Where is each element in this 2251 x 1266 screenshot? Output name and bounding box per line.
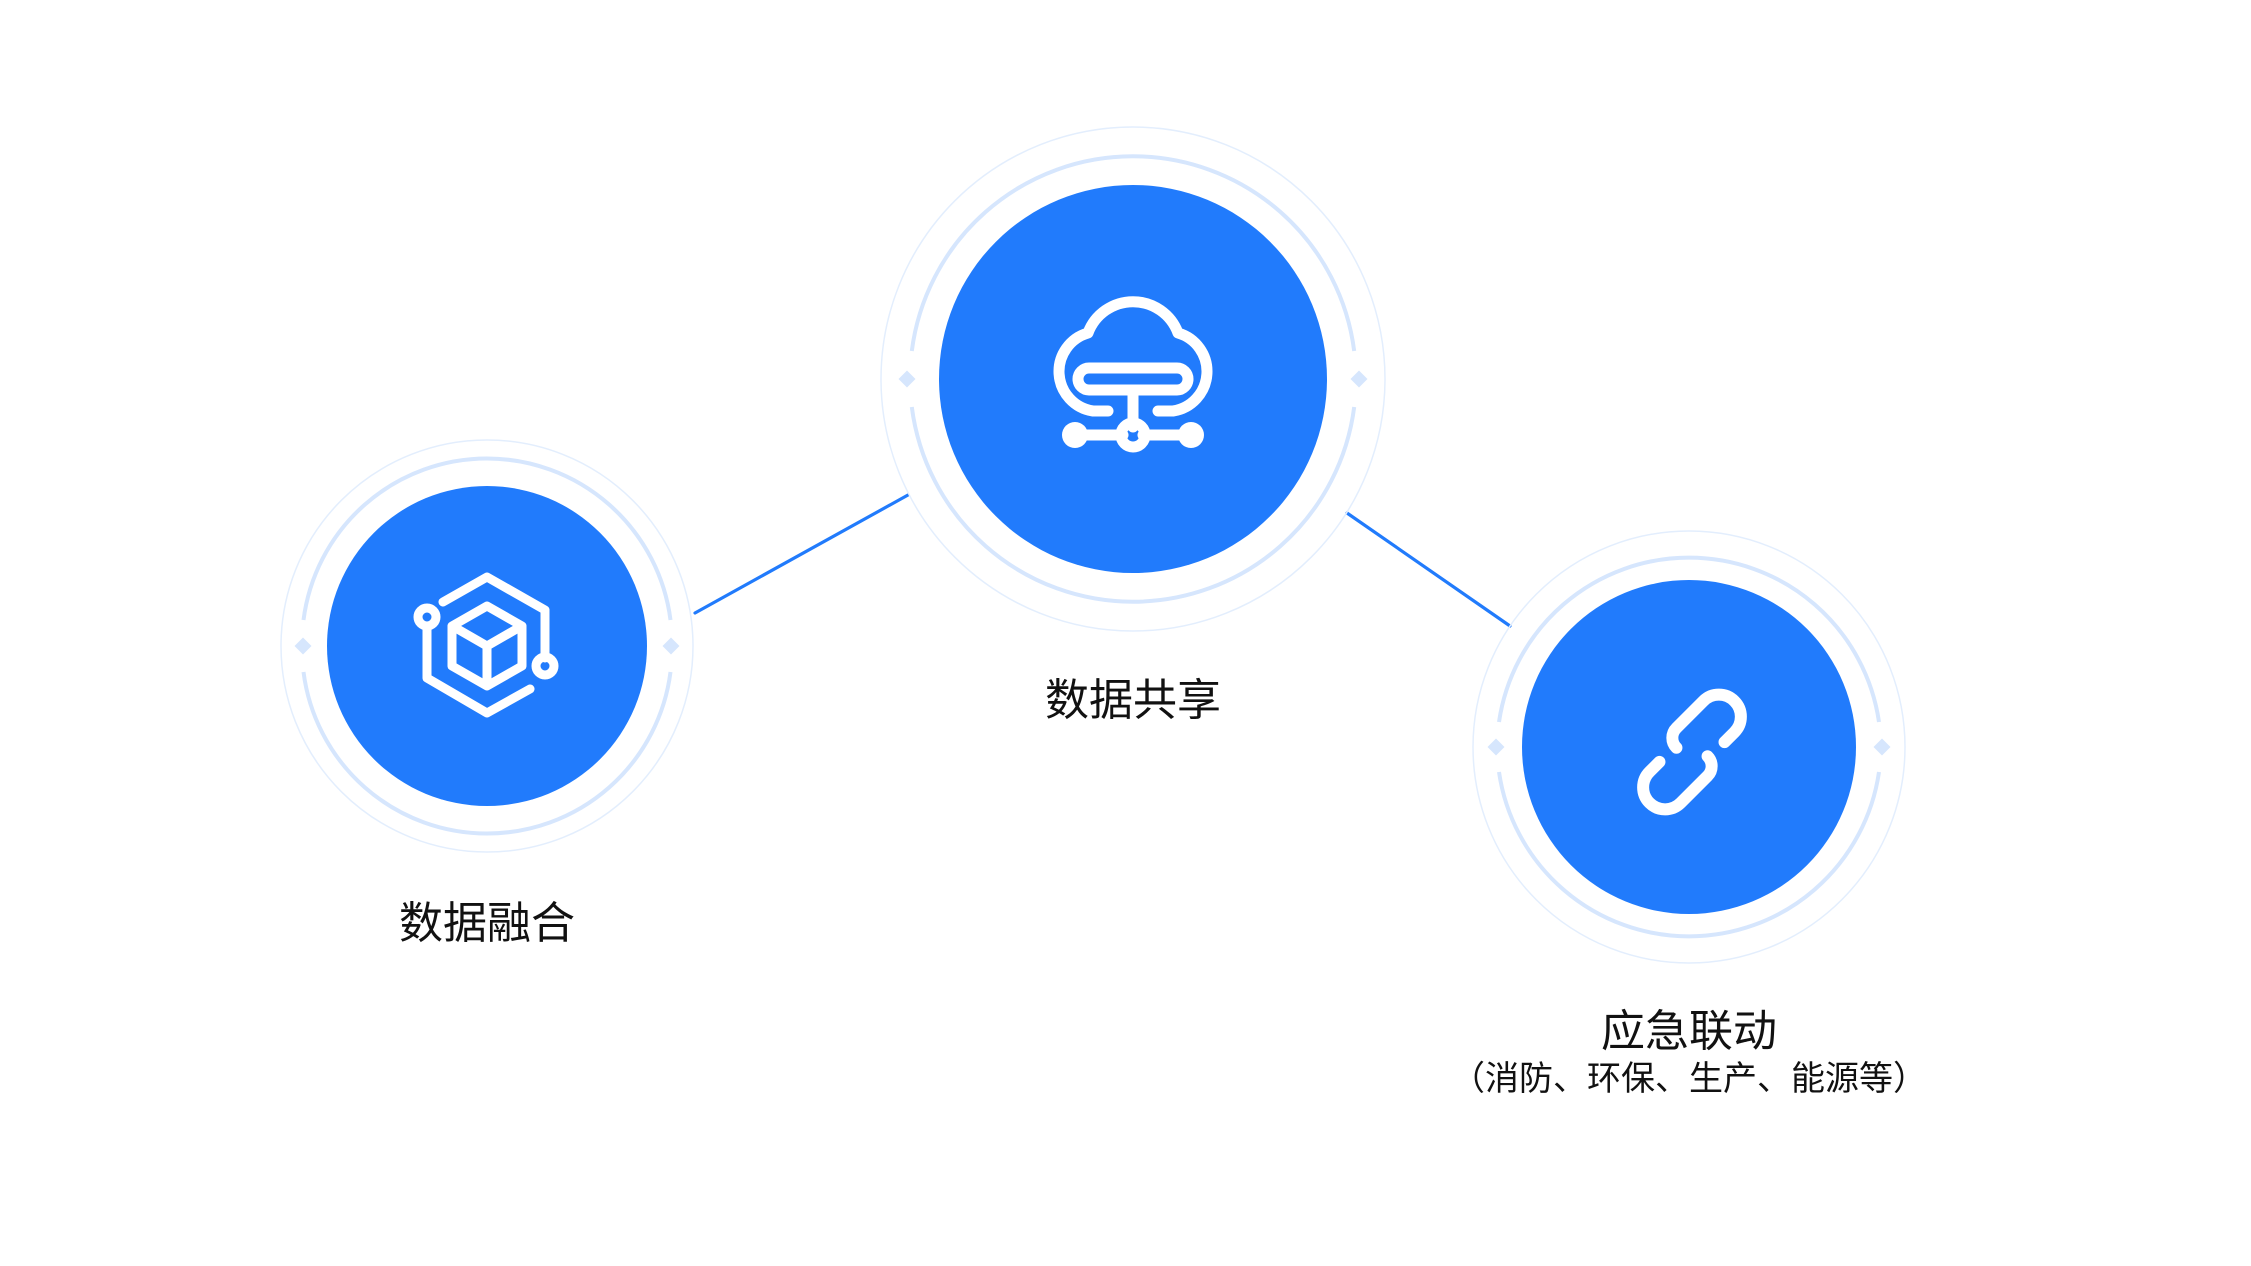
ring-diamond-left xyxy=(294,637,312,655)
cloud-network-icon xyxy=(1053,296,1213,453)
node-subtitle: （消防、环保、生产、能源等） xyxy=(1451,1059,1927,1099)
outer-ring xyxy=(880,126,1386,632)
inner-ring-top xyxy=(909,154,1357,352)
node-title: 应急联动 xyxy=(1601,1006,1777,1057)
inner-ring-bottom xyxy=(1497,771,1881,939)
ring-diamond-right xyxy=(662,637,680,655)
connector-sharing-to-emergency xyxy=(1345,511,1512,628)
outer-ring xyxy=(280,439,694,853)
outer-ring xyxy=(1472,530,1906,964)
link-chain-icon xyxy=(1637,688,1747,816)
connector-fusion-to-sharing xyxy=(693,493,910,615)
node-title: 数据共享 xyxy=(1045,675,1221,726)
cloud-network-nodes xyxy=(1062,422,1204,448)
inner-ring-bottom xyxy=(301,671,673,836)
node-emergency-linkage[interactable] xyxy=(1472,530,1906,964)
ring-diamond-right xyxy=(1873,738,1891,756)
node-fill xyxy=(939,185,1327,573)
cube-network-icon xyxy=(413,572,559,718)
node-data-fusion[interactable] xyxy=(280,439,694,853)
node-label-emergency-linkage: 应急联动 （消防、环保、生产、能源等） xyxy=(1451,1006,1927,1100)
inner-ring-bottom xyxy=(909,406,1357,604)
inner-ring-top xyxy=(1497,555,1881,723)
ring-diamond-left xyxy=(1487,738,1505,756)
ring-diamond-left xyxy=(898,370,916,388)
node-fill xyxy=(1522,580,1856,914)
ring-diamond-right xyxy=(1350,370,1368,388)
inner-ring-top xyxy=(301,456,673,621)
node-label-data-fusion: 数据融合 xyxy=(399,898,575,950)
node-title: 数据融合 xyxy=(399,898,575,949)
node-data-sharing[interactable] xyxy=(880,126,1386,632)
node-label-data-sharing: 数据共享 xyxy=(1045,675,1221,727)
